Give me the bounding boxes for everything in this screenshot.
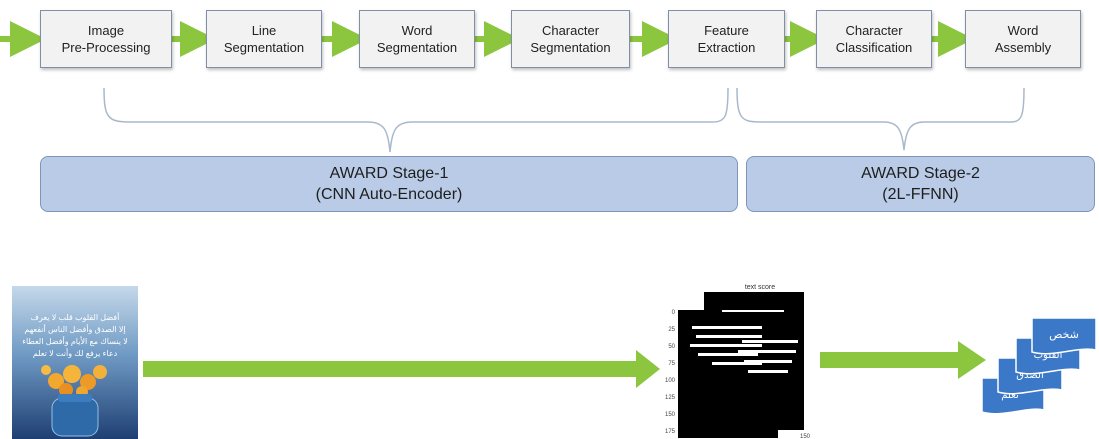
step-label-line2: Segmentation (376, 40, 458, 55)
word-card-text: شخص (1049, 329, 1079, 341)
plot-back-x-tick: 150 (800, 434, 811, 439)
step-label-line2: Segmentation (530, 40, 611, 55)
step-label-line2: Classification (835, 40, 913, 55)
poster-line-2: إلا الصدق وأفضل الناس أنفعهم (24, 324, 125, 335)
step-line-segmentation: Line Segmentation (206, 10, 322, 68)
step-character-segmentation: Character Segmentation (511, 10, 630, 68)
step-label-line2: Extraction (697, 40, 756, 55)
step-label-line1: Line (251, 23, 277, 38)
bottom-arrow-short (820, 341, 986, 379)
step-feature-extraction: Feature Extraction (668, 10, 785, 68)
output-word-cards: تعلم الصدق القلوب شخص (981, 317, 1097, 415)
vase (51, 394, 99, 437)
step-label-line1: Word (1007, 23, 1039, 38)
step-word-segmentation: Word Segmentation (359, 10, 475, 68)
y-tick: 125 (665, 395, 676, 401)
step-image-preprocessing: Image Pre-Processing (40, 10, 172, 68)
word-card-text: تعلم (1001, 390, 1019, 401)
brace-stage-2 (736, 87, 1025, 151)
word-card-1: شخص (1031, 317, 1097, 355)
step-word-assembly: Word Assembly (965, 10, 1081, 68)
plot-title: text score (745, 284, 775, 291)
y-tick: 50 (668, 344, 675, 350)
text-score-plot: text score 150 0 25 50 75 100 125 150 17… (665, 284, 811, 439)
y-tick: 0 (672, 310, 676, 316)
stage-1-box: AWARD Stage-1 (CNN Auto-Encoder) (40, 156, 738, 212)
input-poster-image: أفضل القلوب قلب لا يعرف إلا الصدق وأفضل … (12, 286, 138, 439)
word-card-text: القلوب (1034, 350, 1063, 361)
step-label-line1: Image (87, 23, 125, 38)
plot-panel-front (678, 310, 778, 438)
plot-y-ticks: 0 25 50 75 100 125 150 175 (665, 310, 676, 435)
poster-line-3: لا ينساك مع الأيام وأفضل العطاء (22, 336, 128, 346)
word-card-text: الصدق (1016, 370, 1044, 381)
stage-2-box: AWARD Stage-2 (2L-FFNN) (746, 156, 1095, 212)
flower-bouquet (41, 365, 107, 398)
y-tick: 175 (665, 429, 676, 435)
stage-2-subtitle: (2L-FFNN) (882, 186, 959, 203)
y-tick: 150 (665, 412, 676, 418)
stage-2-title: AWARD Stage-2 (861, 165, 980, 182)
text-score-blobs (690, 310, 798, 373)
bottom-arrow-long (143, 350, 660, 388)
step-character-classification: Character Classification (816, 10, 932, 68)
step-label-line2: Segmentation (223, 40, 305, 55)
y-tick: 25 (668, 327, 675, 333)
stage-1-subtitle: (CNN Auto-Encoder) (315, 186, 463, 203)
step-label-line2: Assembly (994, 40, 1052, 55)
poster-line-1: أفضل القلوب قلب لا يعرف (31, 312, 120, 322)
y-tick: 75 (668, 361, 675, 367)
brace-stage-1 (103, 87, 729, 153)
stage-1-title: AWARD Stage-1 (329, 165, 449, 182)
step-label-line2: Pre-Processing (61, 40, 151, 55)
step-label-line1: Word (401, 23, 433, 38)
step-label-line1: Character (845, 23, 903, 38)
step-label-line1: Character (541, 23, 600, 38)
poster-line-4: دعاء يرفع لك وأنت لا تعلم (33, 348, 118, 358)
step-label-line1: Feature (704, 23, 749, 38)
y-tick: 100 (665, 378, 676, 384)
